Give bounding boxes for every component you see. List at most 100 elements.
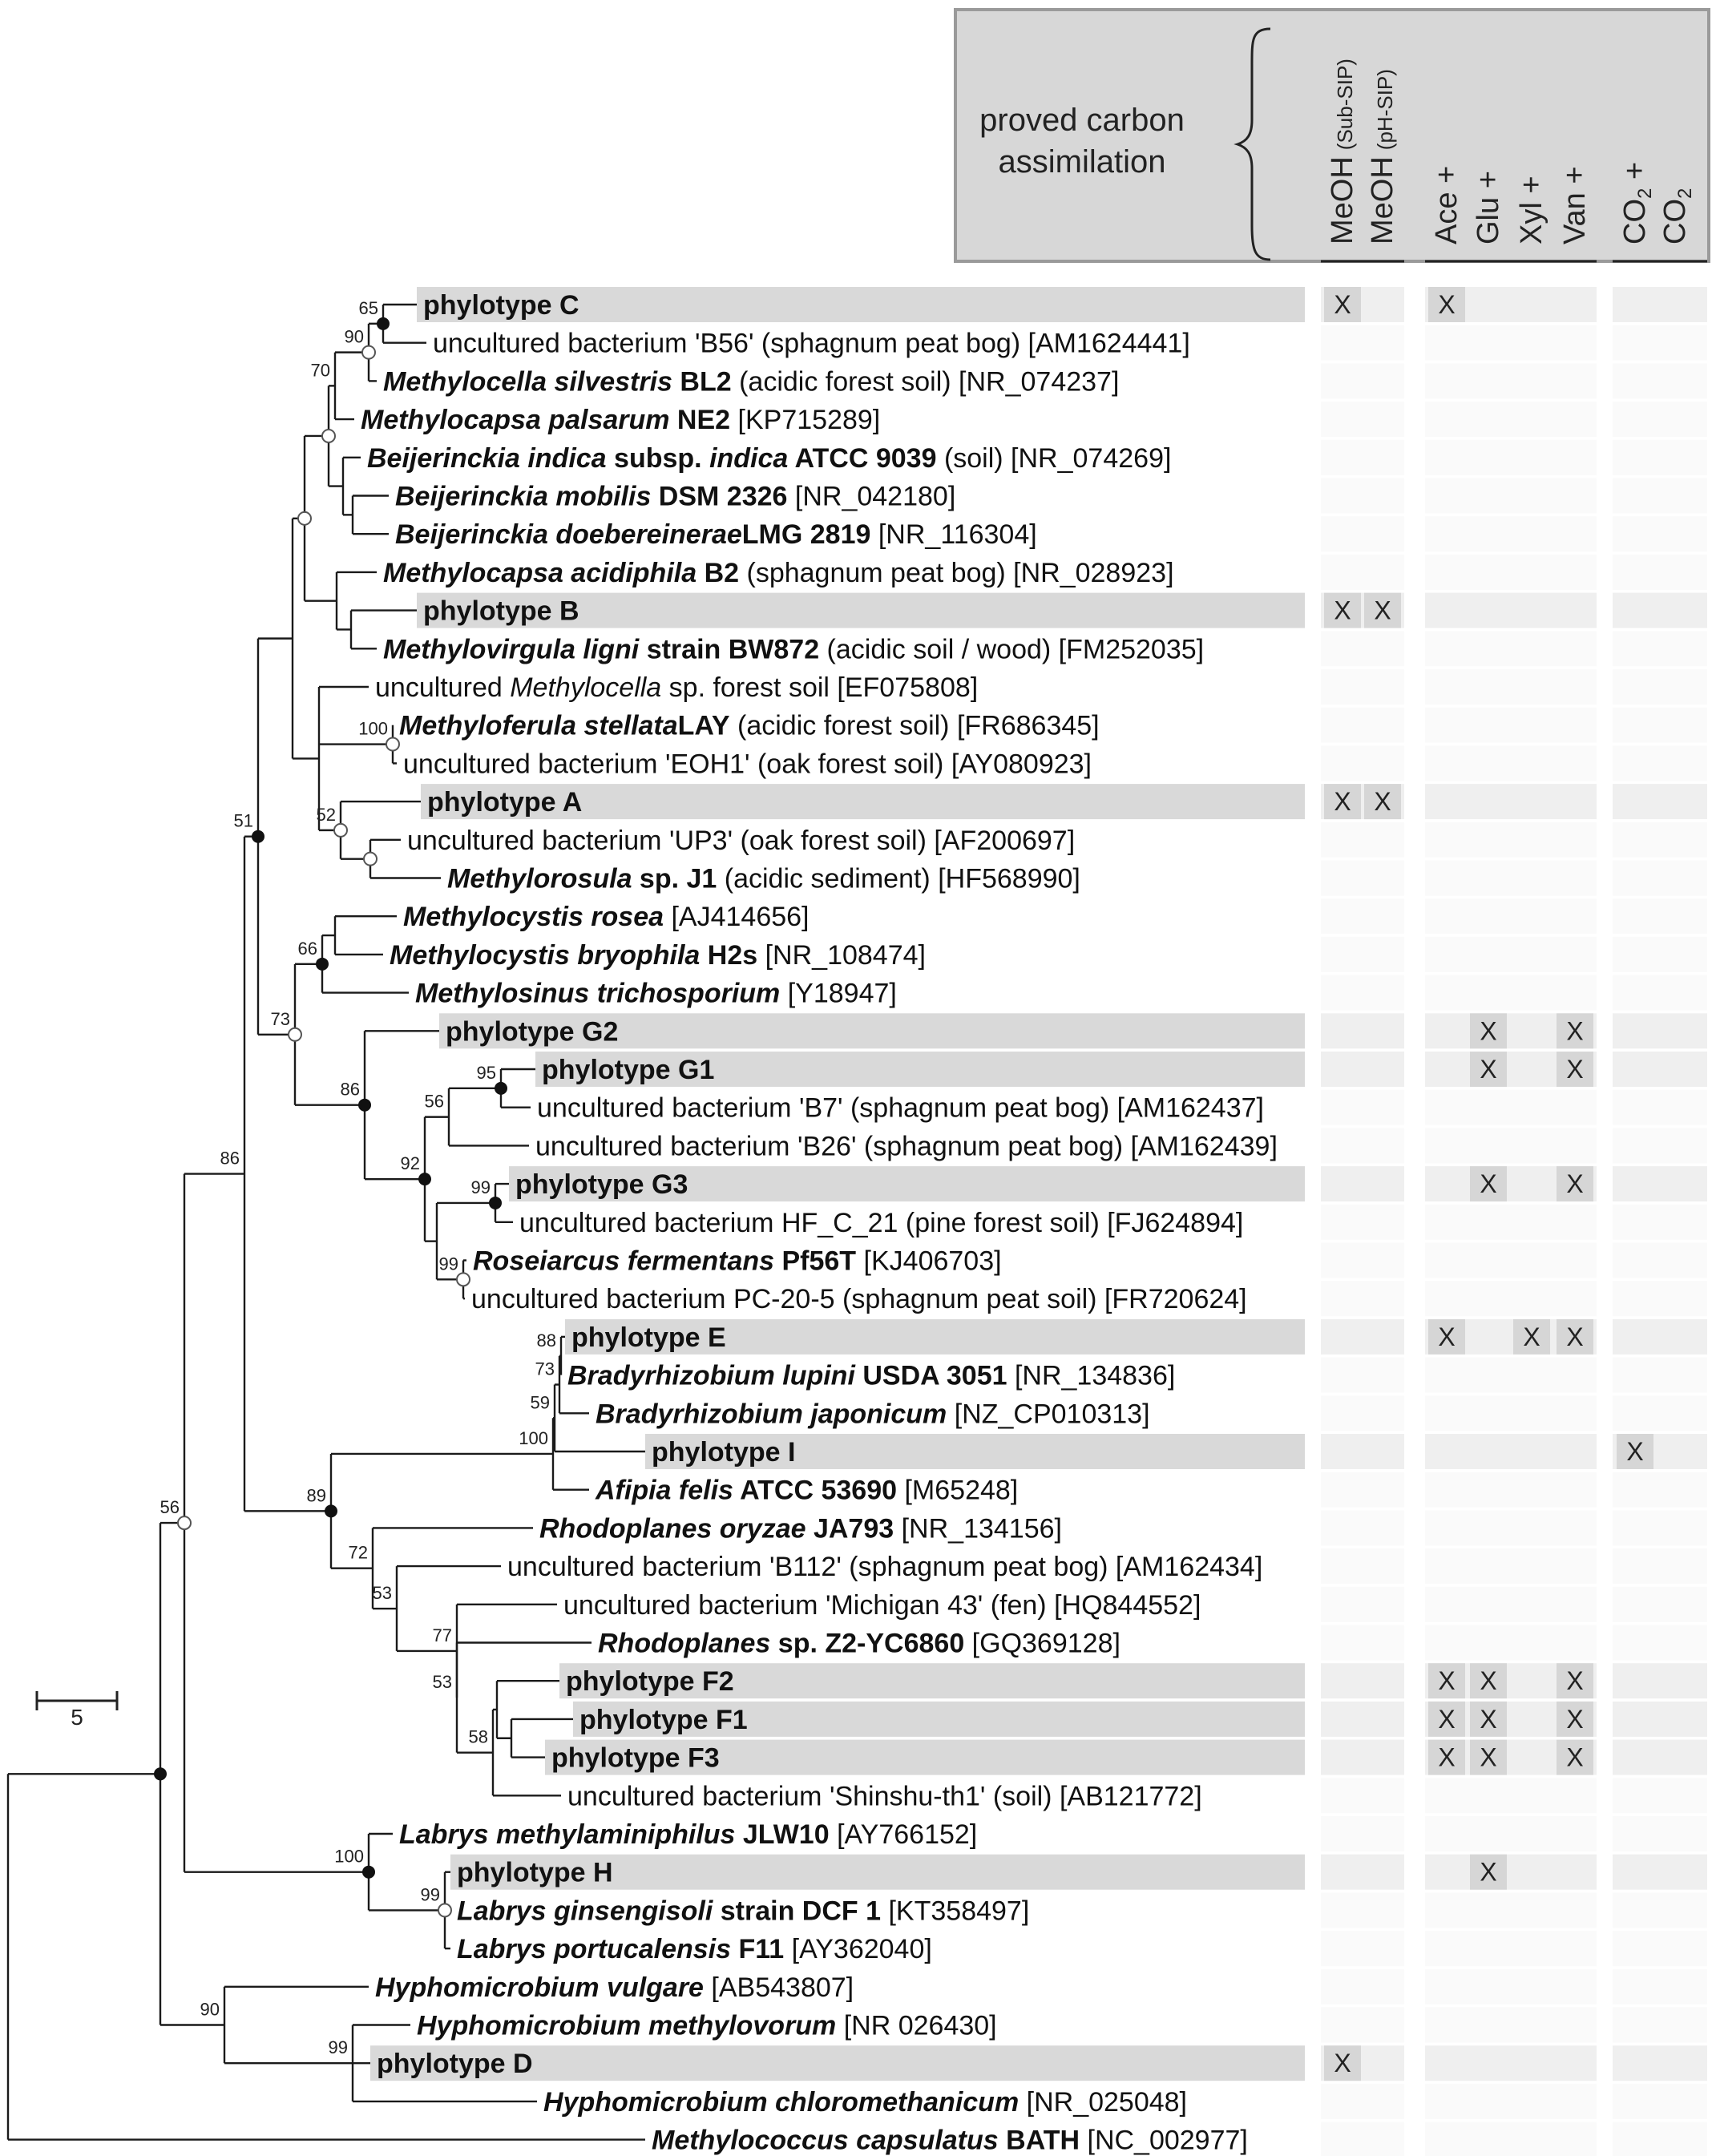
column-headers: MeOH(Sub-SIP)MeOH(pH-SIP)Ace +Glu +Xyl +…	[1321, 59, 1707, 263]
highlight-band-phyH	[450, 1854, 1305, 1890]
assimilation-cell-phyB-0	[1324, 592, 1361, 628]
taxon-label-part: Methylosinus trichosporium	[415, 979, 780, 1009]
taxon-label-part: uncultured bacterium 'B7' (sphagnum peat…	[537, 1093, 1264, 1124]
taxon-label-Mpal: Methylocapsa palsarum NE2 [KP715289]	[361, 405, 880, 435]
assimilation-cell-phyF1-5	[1557, 1701, 1593, 1737]
taxon-label-part: JLW10	[735, 1819, 829, 1850]
grid-cell-bg	[1321, 1586, 1404, 1622]
grid-cell-bg	[1425, 898, 1597, 935]
grid-cell-bg	[1321, 1318, 1404, 1355]
assimilation-cell-phyC-2	[1428, 287, 1465, 322]
taxon-label-part: Hyphomicrobium vulgare	[375, 1972, 704, 2003]
node-marker-filled	[154, 1767, 167, 1781]
grid-cell-bg	[1321, 707, 1404, 743]
taxon-label-part: sp. forest soil [EF075808]	[661, 672, 978, 703]
grid-cell-bg	[1425, 1242, 1597, 1278]
taxon-label-PC205: uncultured bacterium PC-20-5 (sphagnum p…	[471, 1284, 1247, 1314]
grid-cell-bg	[1321, 1052, 1404, 1087]
bootstrap-value: 86	[220, 1149, 240, 1169]
taxon-label-Hmet: Hyphomicrobium methylovorum [NR 026430]	[417, 2011, 997, 2041]
highlight-band-phyC	[417, 287, 1305, 322]
highlight-band-phyD	[370, 2045, 1305, 2081]
bootstrap-value: 89	[307, 1485, 326, 1505]
grid-cell-bg	[1613, 1052, 1707, 1087]
taxon-label-part: [AY766152]	[830, 1819, 978, 1850]
highlight-band-phyG3	[509, 1166, 1305, 1202]
taxon-label-phyI: phylotype I	[652, 1437, 795, 1468]
node-marker-filled	[252, 830, 264, 843]
highlight-band-phyF3	[545, 1739, 1305, 1775]
column-header-6: CO2 +	[1618, 162, 1656, 244]
taxon-label-part: uncultured bacterium 'EOH1' (oak forest …	[403, 749, 1092, 779]
grid-cell-bg	[1425, 363, 1597, 399]
taxon-label-part: phylotype G2	[446, 1016, 618, 1047]
grid-cell-bg	[1425, 2045, 1597, 2081]
grid-cell-bg	[1321, 1128, 1404, 1164]
assimilation-mark: X	[1438, 290, 1455, 319]
taxon-label-phyG3: phylotype G3	[515, 1169, 688, 1200]
assimilation-mark: X	[1334, 596, 1351, 625]
taxon-label-part: [NR_025048]	[1019, 2087, 1187, 2118]
assimilation-cell-phyE-5	[1557, 1318, 1593, 1355]
column-header-1: MeOH(pH-SIP)	[1366, 69, 1399, 244]
node-marker-filled	[358, 1098, 371, 1112]
grid-cell-bg	[1425, 860, 1597, 896]
taxon-label-part: phylotype A	[427, 787, 582, 818]
column-header-4: Xyl +	[1515, 176, 1548, 244]
taxon-label-part: sp. Z2-YC6860	[770, 1629, 964, 1659]
taxon-label-part: phylotype F3	[551, 1743, 720, 1774]
column-header-0: MeOH(Sub-SIP)	[1326, 59, 1359, 244]
assimilation-cell-phyE-2	[1428, 1318, 1465, 1355]
taxon-label-EOH1: uncultured bacterium 'EOH1' (oak forest …	[403, 749, 1092, 779]
taxon-label-part: Beijerinckia doebereinerae	[395, 519, 742, 550]
grid-cell-bg	[1425, 1089, 1597, 1125]
tree-branches	[6, 303, 645, 2141]
node-markers	[154, 317, 507, 1918]
taxon-label-part: [NR 026430]	[836, 2011, 996, 2041]
grid-cell-bg	[1321, 1357, 1404, 1393]
highlight-band-phyG1	[535, 1052, 1305, 1087]
taxon-label-part: uncultured bacterium 'Shinshu-th1' (soil…	[567, 1781, 1202, 1811]
grid-cell-bg	[1321, 669, 1404, 705]
taxon-label-part: Methylocella silvestris	[383, 366, 672, 397]
highlight-band-phyE	[565, 1318, 1305, 1355]
bootstrap-value: 77	[433, 1625, 452, 1645]
assimilation-cell-phyG2-5	[1557, 1013, 1593, 1049]
taxon-label-part: Bradyrhizobium japonicum	[596, 1399, 947, 1429]
grid-cell-bg	[1425, 822, 1597, 858]
assimilation-cell-phyF2-2	[1428, 1663, 1465, 1699]
taxon-label-phyE: phylotype E	[571, 1322, 726, 1353]
grid-cell-bg	[1613, 1089, 1707, 1125]
taxon-label-part: [AB543807]	[704, 1972, 854, 2003]
grid-cell-bg	[1425, 1510, 1597, 1546]
taxon-label-phyH: phylotype H	[457, 1858, 613, 1888]
taxon-label-part: LMG 2819	[742, 519, 871, 550]
grid-cell-bg	[1613, 478, 1707, 514]
taxon-label-part: uncultured bacterium 'UP3' (oak forest s…	[407, 826, 1075, 856]
grid-cell-bg	[1613, 554, 1707, 590]
grid-cell-bg	[1613, 1548, 1707, 1585]
taxon-label-part: Methylocapsa palsarum	[361, 405, 669, 435]
taxon-label-Lmet: Labrys methylaminiphilus JLW10 [AY766152…	[399, 1819, 977, 1850]
taxon-label-RhZ2: Rhodoplanes sp. Z2-YC6860 [GQ369128]	[598, 1629, 1120, 1659]
grid-cell-bg	[1613, 1968, 1707, 2005]
grid-cell-bg	[1425, 1204, 1597, 1240]
taxon-label-part: BATH	[999, 2126, 1080, 2156]
grid-cell-bg	[1321, 1739, 1404, 1775]
bootstrap-value: 99	[471, 1177, 491, 1197]
taxon-label-Hvul: Hyphomicrobium vulgare [AB543807]	[375, 1972, 854, 2003]
taxon-label-Bdoe: Beijerinckia doebereineraeLMG 2819 [NR_1…	[395, 519, 1037, 550]
assimilation-mark: X	[1480, 1016, 1496, 1045]
grid-cell-bg	[1613, 898, 1707, 935]
taxon-label-part: DSM 2326	[651, 482, 787, 512]
taxon-label-part: Beijerinckia mobilis	[395, 482, 651, 512]
assimilation-cell-phyG2-3	[1470, 1013, 1507, 1049]
assimilation-cell-phyA-0	[1324, 784, 1361, 820]
taxon-label-part: phylotype B	[423, 596, 579, 627]
taxon-label-part: Methylocystis bryophila	[390, 940, 700, 971]
taxon-label-part: [KP715289]	[730, 405, 880, 435]
taxon-label-part: Methylococcus capsulatus	[652, 2126, 999, 2156]
grid-cell-bg	[1321, 325, 1404, 361]
taxon-label-part: uncultured bacterium HF_C_21 (pine fores…	[519, 1208, 1243, 1238]
taxon-label-part: [AJ414656]	[664, 902, 809, 932]
